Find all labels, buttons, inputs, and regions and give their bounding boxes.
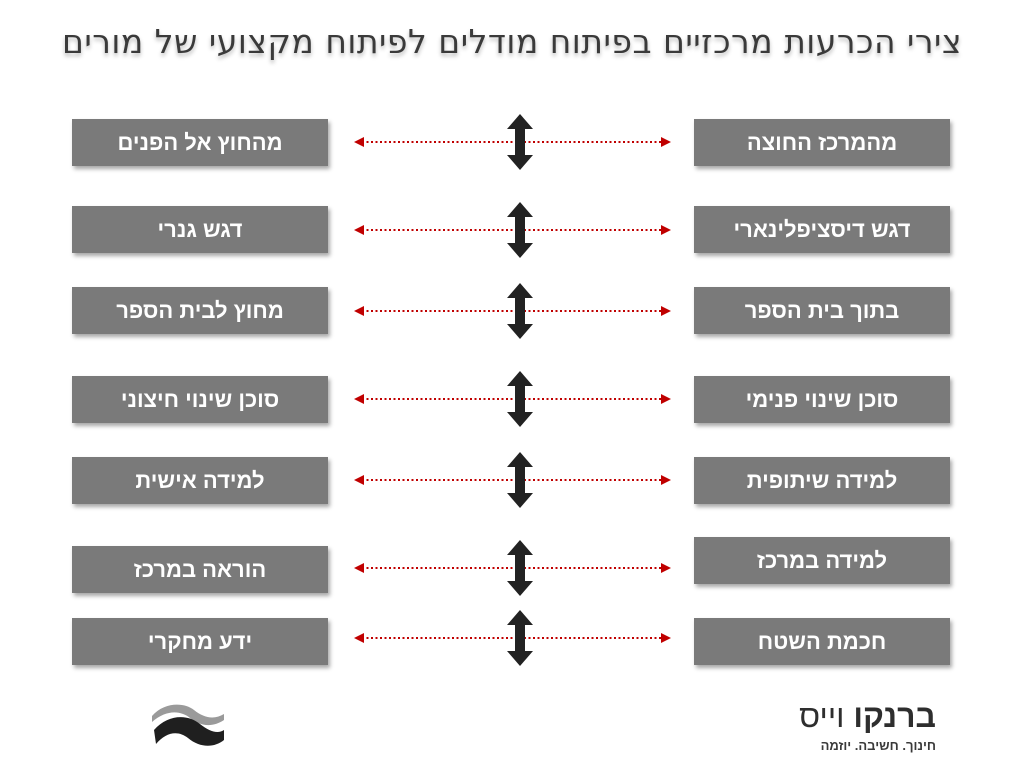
right-pole-6: למידה במרכז	[694, 537, 950, 584]
right-pole-5: למידה שיתופית	[694, 457, 950, 504]
left-pole-4: סוכן שינוי חיצוני	[72, 376, 328, 423]
axis-connector-4	[354, 371, 671, 427]
axis-connector-5	[354, 452, 671, 508]
left-pole-2: דגש גנרי	[72, 206, 328, 253]
axis-connector-3	[354, 283, 671, 339]
right-pole-7: חכמת השטח	[694, 618, 950, 665]
logo-name-bold: ברנקו	[853, 698, 936, 734]
axis-connector-6	[354, 540, 671, 596]
left-pole-6: הוראה במרכז	[72, 546, 328, 593]
logo-tagline: חינוך. חשיבה. יוזמה	[820, 738, 936, 753]
left-pole-3: מחוץ לבית הספר	[72, 287, 328, 334]
left-pole-7: ידע מחקרי	[72, 618, 328, 665]
logo-name: ברנקו וייס	[799, 698, 936, 735]
left-pole-1: מהחוץ אל הפנים	[72, 119, 328, 166]
axis-connector-7	[354, 610, 671, 666]
right-pole-2: דגש דיסציפלינארי	[694, 206, 950, 253]
right-pole-4: סוכן שינוי פנימי	[694, 376, 950, 423]
axis-connector-1	[354, 114, 671, 170]
logo-name-light: וייס	[799, 698, 845, 734]
axis-connector-2	[354, 202, 671, 258]
slide-title: צירי הכרעות מרכזיים בפיתוח מודלים לפיתוח…	[61, 22, 963, 61]
brand-wave-icon	[152, 704, 224, 746]
left-pole-5: למידה אישית	[72, 457, 328, 504]
right-pole-3: בתוך בית הספר	[694, 287, 950, 334]
right-pole-1: מהמרכז החוצה	[694, 119, 950, 166]
